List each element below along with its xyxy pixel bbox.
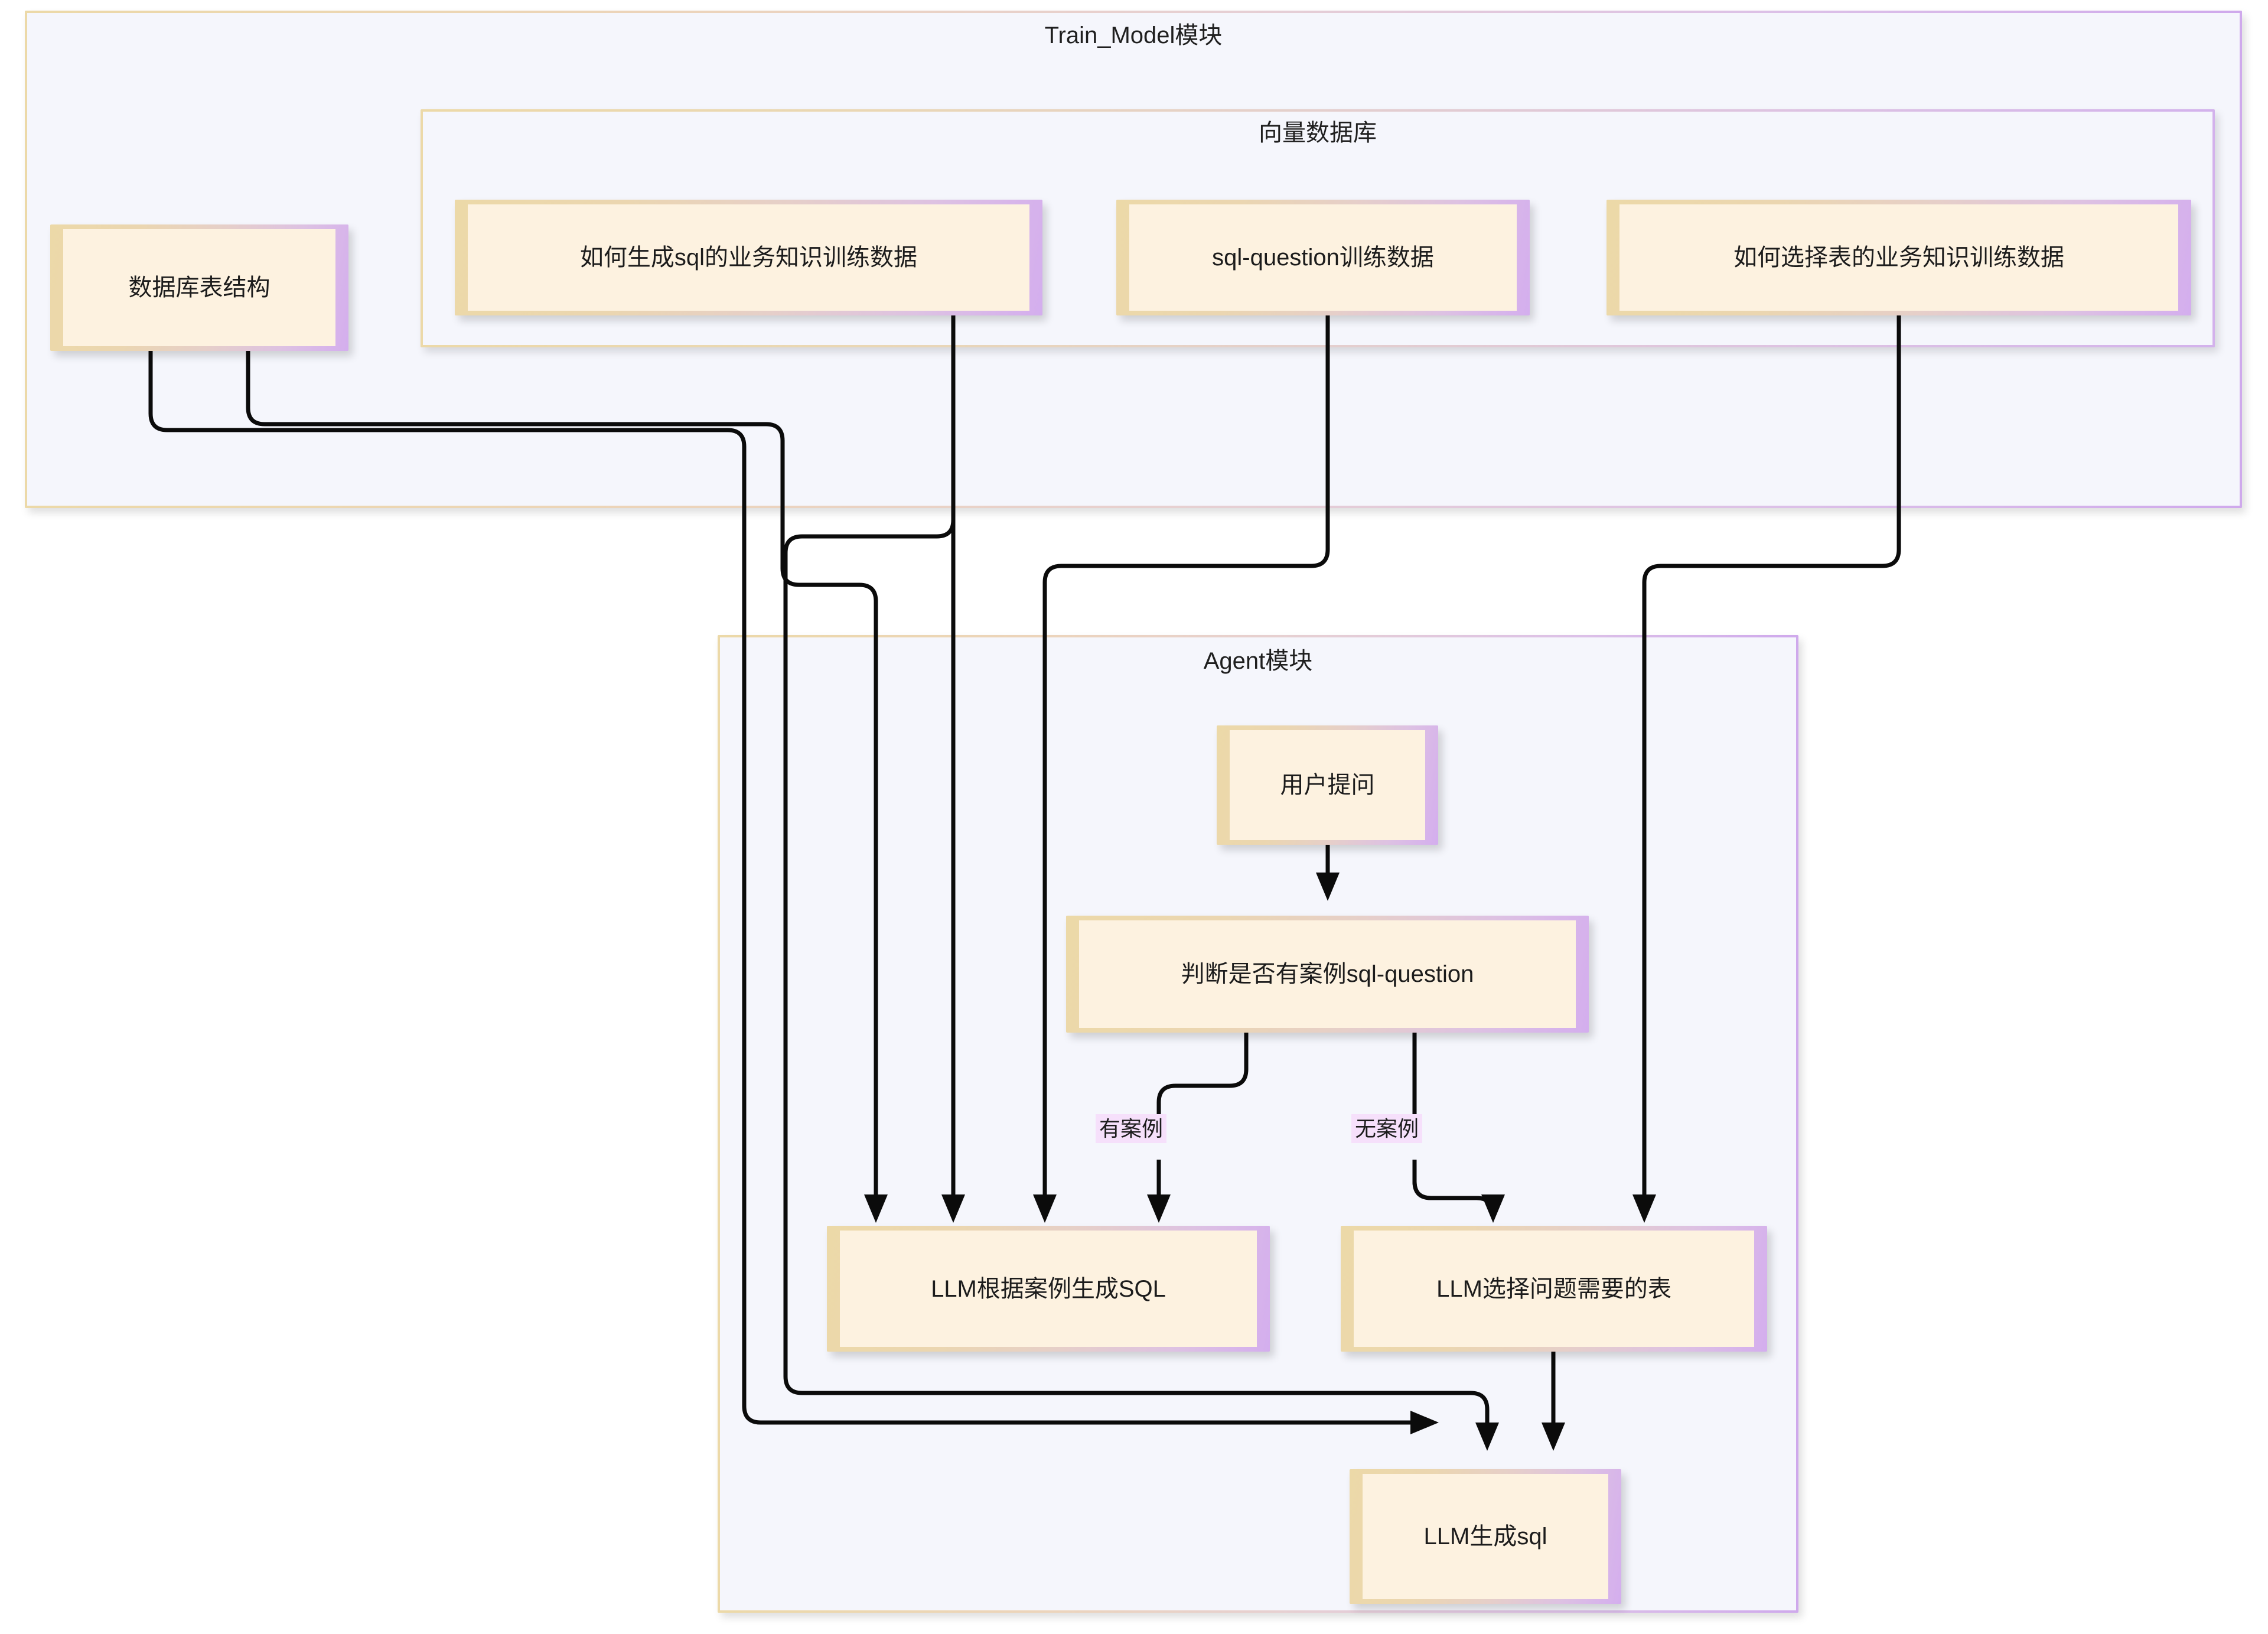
node-howto-generate-sql[interactable]: 如何生成sql的业务知识训练数据 [455,200,1042,315]
node-sql-question-training-data-label: sql-question训练数据 [1212,245,1434,271]
node-llm-pick-table-label: LLM选择问题需要的表 [1436,1275,1671,1302]
cluster-train-model-title: Train_Model模块 [1044,22,1223,48]
cluster-vector-db-title: 向量数据库 [1259,120,1377,146]
node-db-schema[interactable]: 数据库表结构 [50,224,348,351]
node-judge-has-case[interactable]: 判断是否有案例sql-question [1066,916,1589,1033]
node-howto-pick-table-label: 如何选择表的业务知识训练数据 [1733,245,2064,271]
cluster-agent-title: Agent模块 [1203,648,1313,674]
node-howto-pick-table[interactable]: 如何选择表的业务知识训练数据 [1606,200,2191,315]
node-user-question[interactable]: 用户提问 [1217,725,1438,845]
node-howto-generate-sql-label: 如何生成sql的业务知识训练数据 [579,245,918,271]
node-llm-generate-sql-by-case-label: LLM根据案例生成SQL [931,1275,1166,1302]
node-llm-pick-table[interactable]: LLM选择问题需要的表 [1341,1226,1767,1352]
node-user-question-label: 用户提问 [1280,772,1375,798]
node-llm-generate-sql-by-case[interactable]: LLM根据案例生成SQL [827,1226,1270,1352]
node-judge-has-case-label: 判断是否有案例sql-question [1181,961,1474,987]
edge-label-has-case: 有案例 [1096,1114,1167,1144]
node-llm-generate-sql-label: LLM生成sql [1423,1524,1547,1550]
node-llm-generate-sql[interactable]: LLM生成sql [1350,1469,1621,1604]
edge-label-no-case: 无案例 [1351,1114,1423,1144]
node-sql-question-training-data[interactable]: sql-question训练数据 [1116,200,1530,315]
node-db-schema-label: 数据库表结构 [128,275,271,301]
